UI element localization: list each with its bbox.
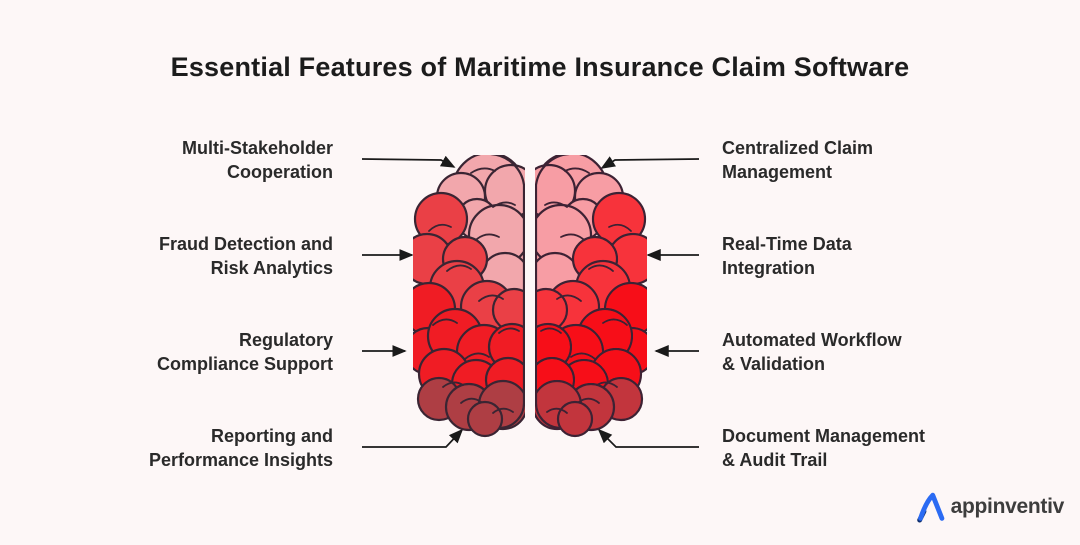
brain-left-hemisphere: [413, 155, 525, 438]
feature-line: Management: [722, 162, 833, 182]
feature-label-regulatory-compliance-support: Regulatory Compliance Support: [53, 328, 333, 376]
feature-line: Cooperation: [227, 162, 333, 182]
feature-label-fraud-detection-risk-analytics: Fraud Detection and Risk Analytics: [53, 232, 333, 280]
feature-line: Integration: [722, 258, 815, 278]
feature-label-centralized-claim-management: Centralized Claim Management: [722, 136, 1002, 184]
feature-line: Real-Time Data: [722, 234, 852, 254]
feature-line: & Audit Trail: [722, 450, 828, 470]
feature-line: Reporting and: [211, 426, 333, 446]
brain-right-hemisphere: [523, 155, 647, 436]
page-title: Essential Features of Maritime Insurance…: [170, 52, 910, 82]
feature-label-multi-stakeholder-cooperation: Multi-Stakeholder Cooperation: [53, 136, 333, 184]
feature-label-real-time-data-integration: Real-Time Data Integration: [722, 232, 1002, 280]
feature-label-automated-workflow-validation: Automated Workflow & Validation: [722, 328, 1002, 376]
feature-line: Performance Insights: [148, 450, 333, 470]
logo-wordmark: appinventiv: [950, 495, 1065, 518]
brain-fold-lines: [428, 167, 520, 414]
feature-label-document-management-audit-trail: Document Management & Audit Trail: [722, 424, 1002, 472]
arrow-multi-stakeholder-cooperation-icon: [361, 155, 456, 168]
appinventiv-a-mark-icon: [916, 492, 944, 523]
feature-line: Risk Analytics: [210, 258, 333, 278]
feature-line: Multi-Stakeholder: [181, 138, 333, 158]
arrow-document-management-audit-trail-icon: [597, 428, 699, 448]
arrow-centralized-claim-management-icon: [600, 156, 700, 169]
feature-line: Regulatory: [238, 330, 333, 350]
arrow-reporting-performance-insights-icon: [362, 428, 464, 448]
feature-line: Document Management: [722, 426, 926, 446]
brain-maroon-lobes: [416, 376, 525, 438]
feature-line: Compliance Support: [156, 354, 333, 374]
feature-line: & Validation: [722, 354, 826, 374]
feature-line: Centralized Claim: [722, 138, 874, 158]
brain-illustration: [413, 155, 647, 438]
feature-line: Fraud Detection and: [158, 234, 333, 254]
appinventiv-logo: appinventiv: [916, 491, 1065, 523]
feature-label-reporting-performance-insights: Reporting and Performance Insights: [53, 424, 333, 472]
feature-line: Automated Workflow: [722, 330, 902, 350]
brain-medial-edge: [489, 155, 525, 430]
